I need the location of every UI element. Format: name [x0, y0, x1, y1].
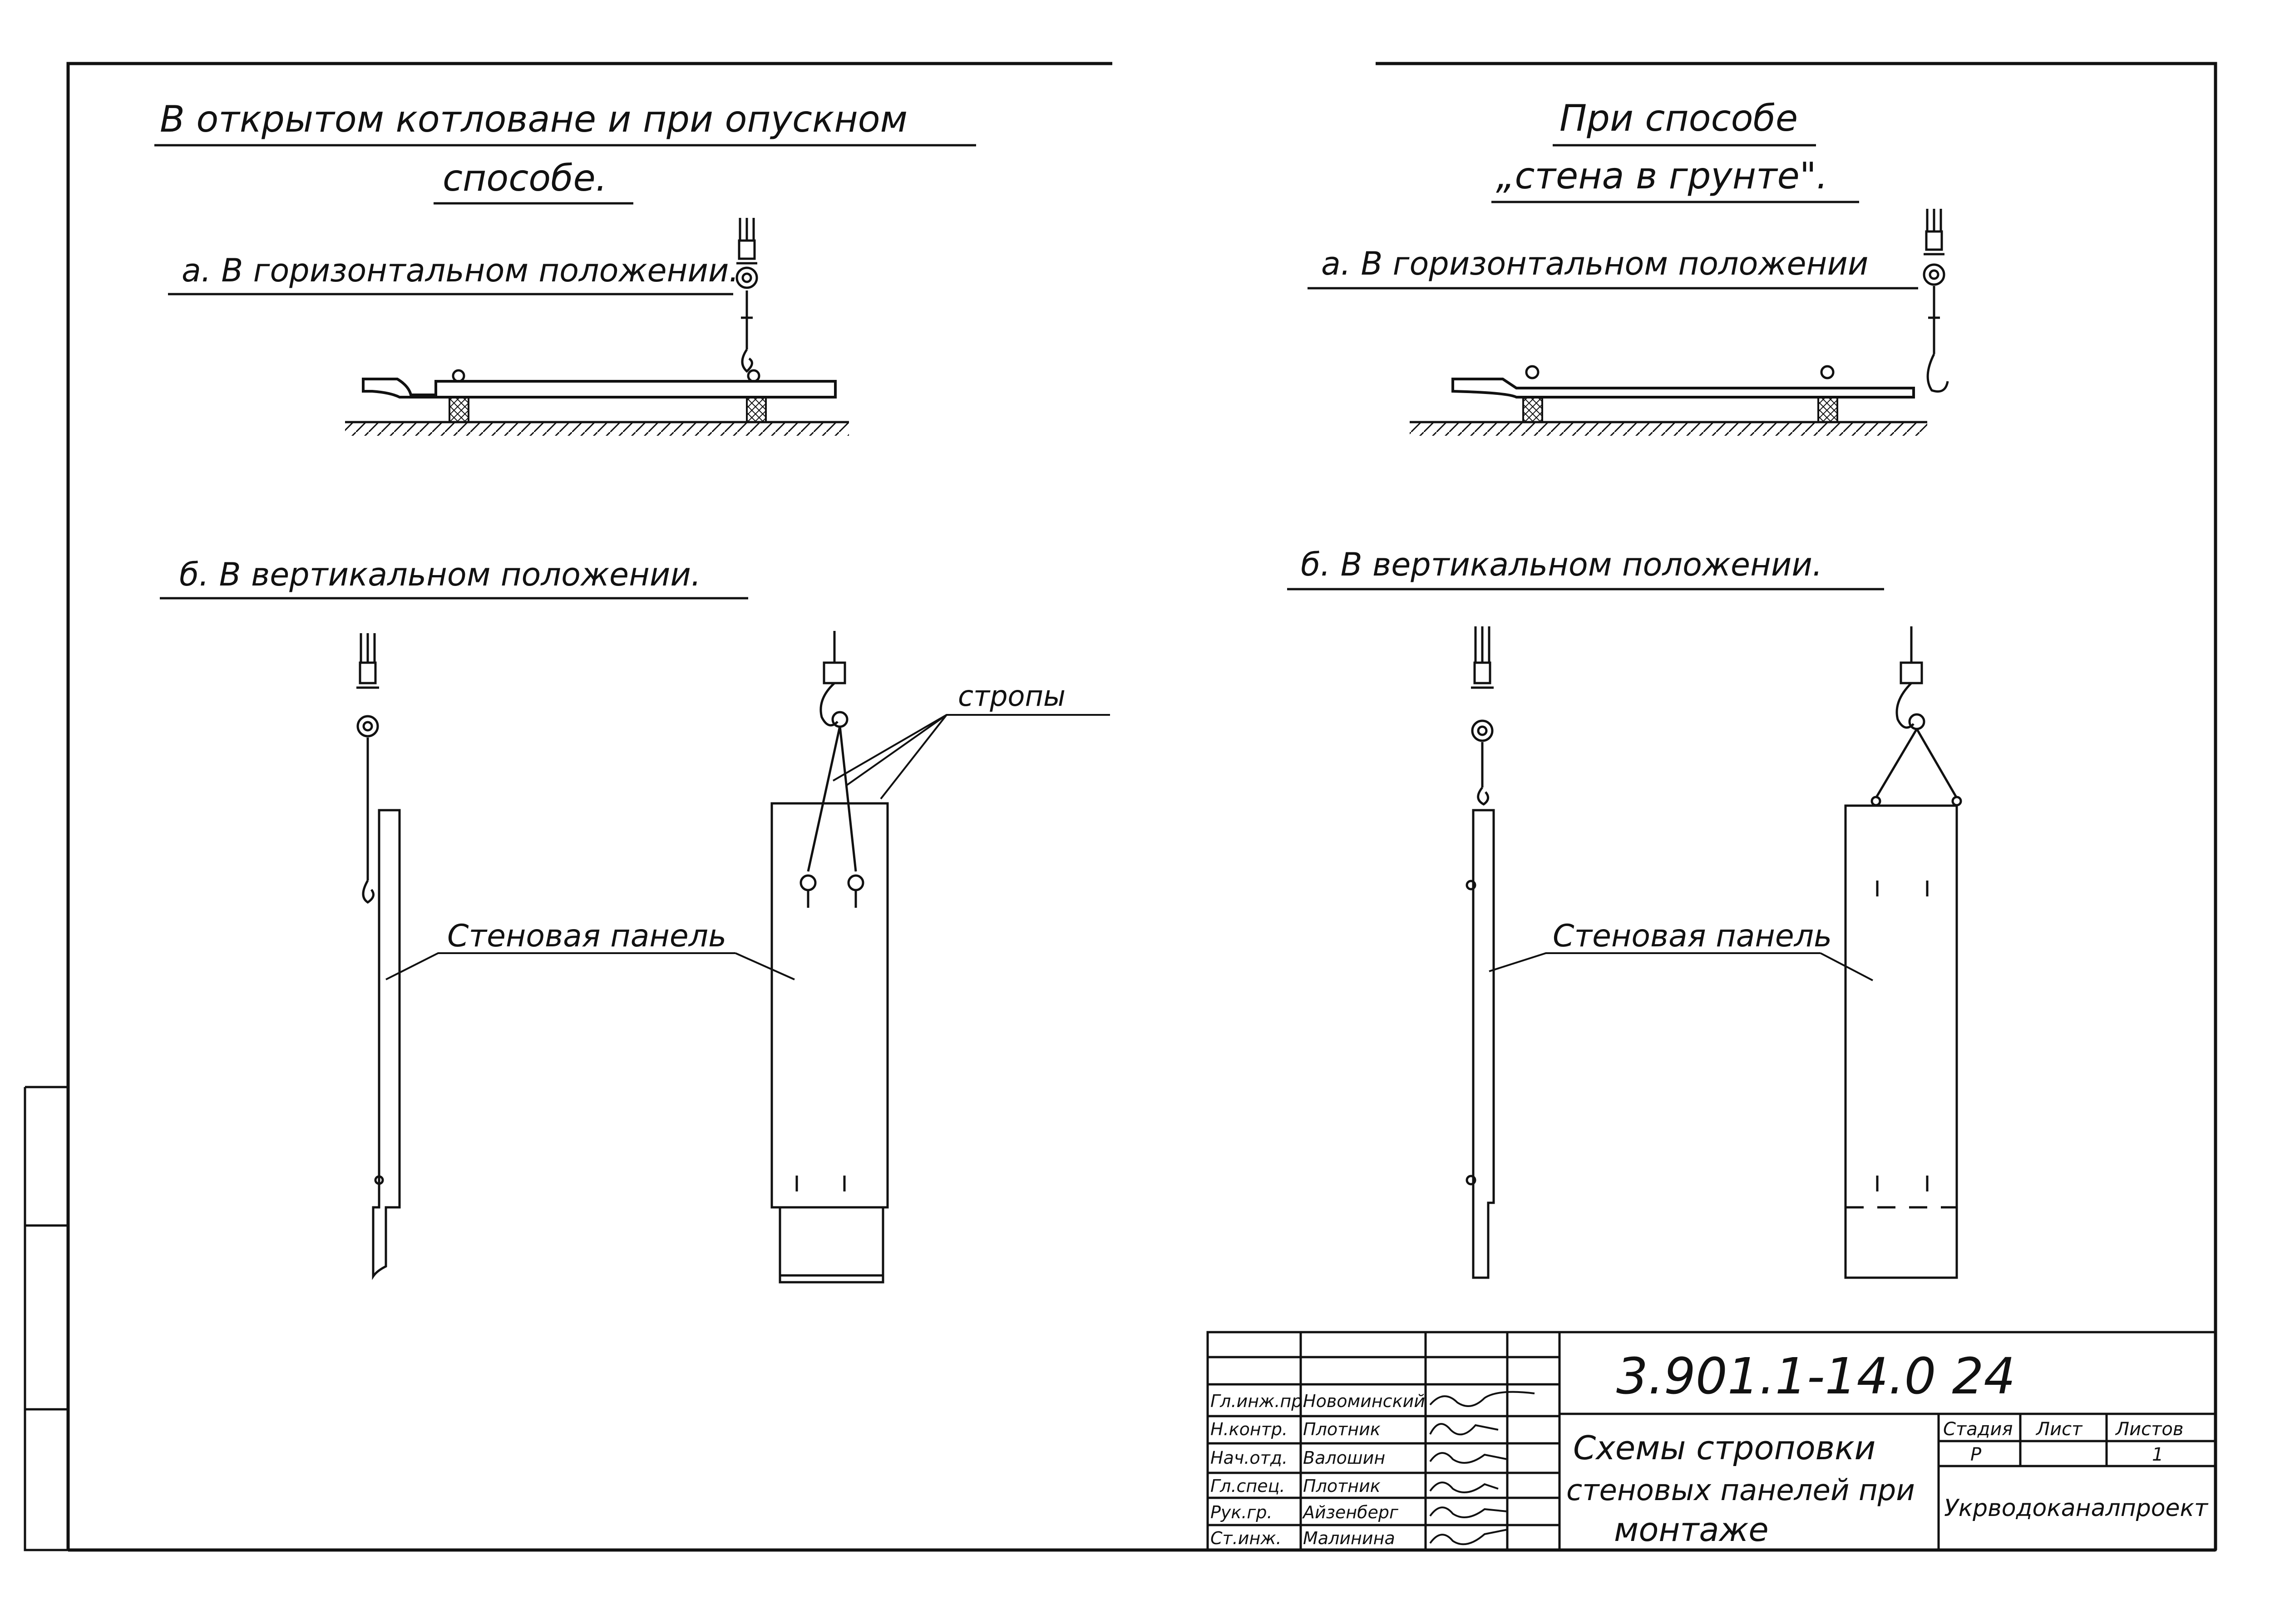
left-sub-b: б. В вертикальном положении. [179, 556, 701, 593]
person-role: Ст.инж. [1210, 1528, 1282, 1548]
drawing-title-line3: монтаже [1614, 1511, 1769, 1549]
person-role: Н.контр. [1210, 1419, 1288, 1439]
wood-support-right [1817, 396, 1838, 423]
wall-panel-horizontal [362, 378, 837, 399]
lifting-loop [1525, 365, 1540, 379]
left-label-panel: Стеновая панель [447, 918, 726, 954]
person-name: Валошин [1303, 1448, 1385, 1468]
person-role: Рук.гр. [1210, 1502, 1273, 1522]
right-sub-a: а. В горизонтальном положении [1321, 245, 1868, 282]
wood-support-right [746, 396, 767, 423]
left-label-straps: стропы [958, 679, 1066, 713]
panel-leader-lines [1489, 952, 1873, 981]
sheets-value: 1 [2152, 1444, 2163, 1465]
wood-support-left [1522, 396, 1543, 423]
right-sub-b: б. В вертикальном положении. [1301, 546, 1822, 583]
left-heading-line2: способе. [443, 157, 607, 199]
margin-binding-strip [24, 1086, 68, 1551]
left-heading-line1: В открытом котловане и при опускном [160, 98, 908, 140]
person-role: Гл.спец. [1210, 1476, 1285, 1496]
right-heading-line2: „стена в грунте". [1496, 155, 1828, 197]
crane-hook-assembly [1923, 209, 1949, 393]
panel-leader-lines [385, 952, 795, 980]
straps-leader-lines [832, 714, 1110, 800]
drawing-title-line1: Схемы строповки [1573, 1429, 1875, 1467]
wall-panel-side [1472, 809, 1495, 1279]
ground-hatching [1410, 422, 1927, 436]
col-sheet: Лист [2035, 1419, 2083, 1440]
lifting-loop [747, 369, 760, 383]
wood-support-left [449, 396, 469, 423]
col-sheets: Листов [2115, 1419, 2183, 1440]
person-role: Гл.инж.пр. [1210, 1391, 1308, 1411]
col-stage: Стадия [1943, 1419, 2013, 1440]
left-vertical-side-view [356, 633, 401, 1280]
person-name: Новоминский [1303, 1391, 1425, 1411]
person-role: Нач.отд. [1210, 1448, 1288, 1468]
person-name: Плотник [1303, 1476, 1381, 1496]
signature-marks [1429, 1391, 1535, 1545]
wall-panel-front [1844, 804, 1958, 1279]
wall-panel-side [372, 809, 401, 1280]
right-label-panel: Стеновая панель [1553, 918, 1832, 954]
ground-hatching [345, 422, 849, 436]
right-heading-line1: При способе [1559, 97, 1798, 139]
lifting-loop [1820, 365, 1835, 379]
wall-panel-front [770, 802, 889, 1209]
organization: Укрводоканалпроект [1944, 1495, 2209, 1522]
left-vertical-front-view [770, 631, 889, 1284]
right-vertical-side-view [1466, 626, 1495, 1279]
wall-panel-horizontal [1451, 378, 1915, 399]
crane-hook-assembly [735, 218, 758, 373]
left-sub-a: а. В горизонтальном положении. [182, 252, 739, 289]
drawing-title-line2: стеновых панелей при [1566, 1474, 1915, 1507]
person-name: Плотник [1303, 1419, 1381, 1439]
left-horizontal-diagram [345, 218, 849, 436]
doc-code: 3.901.1-14.0 24 [1616, 1347, 2015, 1405]
person-name: Малинина [1303, 1528, 1395, 1548]
right-horizontal-diagram [1410, 209, 1949, 436]
stage-value: Р [1970, 1444, 1982, 1465]
person-name: Айзенберг [1302, 1502, 1399, 1522]
lifting-loop [452, 369, 465, 383]
title-block: 3.901.1-14.0 24 Схемы строповки стеновых… [1206, 1331, 2217, 1551]
right-vertical-front-view [1844, 626, 1962, 1279]
